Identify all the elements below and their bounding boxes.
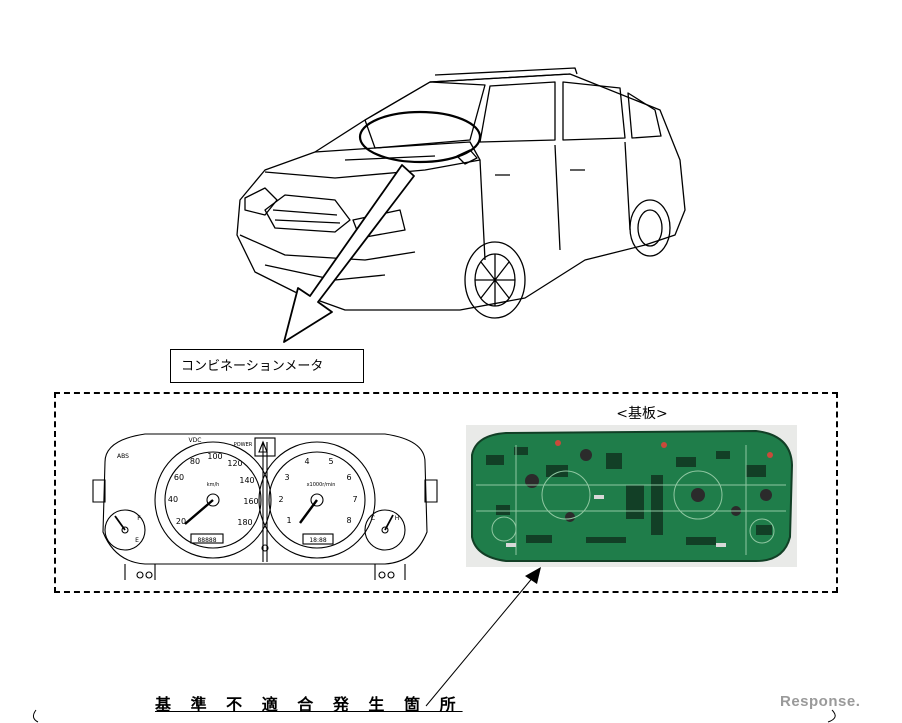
detail-frame	[54, 392, 838, 593]
temp-cold-label: C	[371, 515, 375, 522]
tach-tick-2: 2	[278, 495, 283, 504]
highlight-ellipse	[358, 110, 482, 164]
leader-arrow	[425, 567, 541, 707]
response-watermark: Response.	[780, 693, 861, 710]
board-title: <基板>	[616, 406, 668, 422]
speed-tick-160: 160	[243, 497, 258, 506]
speed-tick-60: 60	[174, 473, 184, 482]
tach-tick-3: 3	[284, 473, 289, 482]
speed-tick-120: 120	[227, 459, 242, 468]
bottom-bracket	[32, 709, 836, 723]
tach-tick-6: 6	[346, 473, 351, 482]
pointer-arrow	[283, 164, 415, 343]
speed-tick-80: 80	[190, 457, 200, 466]
temp-hot-label: H	[395, 515, 400, 522]
circuit-board-drawing	[471, 429, 794, 562]
speed-tick-40: 40	[168, 495, 178, 504]
defect-location-label: 基 準 不 適 合 発 生 箇 所	[155, 695, 463, 714]
fuel-empty-label: E	[135, 537, 139, 544]
tach-tick-5: 5	[328, 457, 333, 466]
speed-tick-140: 140	[239, 476, 254, 485]
speed-tick-180: 180	[237, 518, 252, 527]
vdc-warning-label: VDC	[189, 437, 202, 444]
power-indicator-label: POWER	[234, 442, 253, 448]
speed-unit: km/h	[207, 482, 220, 488]
tach-unit: x1000r/min	[307, 482, 336, 488]
abs-warning-label: ABS	[117, 453, 129, 460]
tach-tick-1: 1	[286, 516, 291, 525]
combination-meter-label: コンビネーションメータ	[170, 349, 364, 383]
clock-display: 18:88	[309, 537, 326, 544]
tach-tick-7: 7	[352, 495, 357, 504]
tach-tick-4: 4	[304, 457, 309, 466]
speed-tick-100: 100	[207, 452, 222, 461]
instrument-cluster-drawing: 20 40 60 80 100 120 140 160 180 km/h 888…	[92, 433, 438, 580]
fuel-full-label: F	[137, 515, 141, 522]
circuit-board-photo	[466, 425, 797, 567]
speed-tick-20: 20	[176, 517, 186, 526]
tach-tick-8: 8	[346, 516, 351, 525]
odometer-display: 88888	[197, 537, 216, 544]
